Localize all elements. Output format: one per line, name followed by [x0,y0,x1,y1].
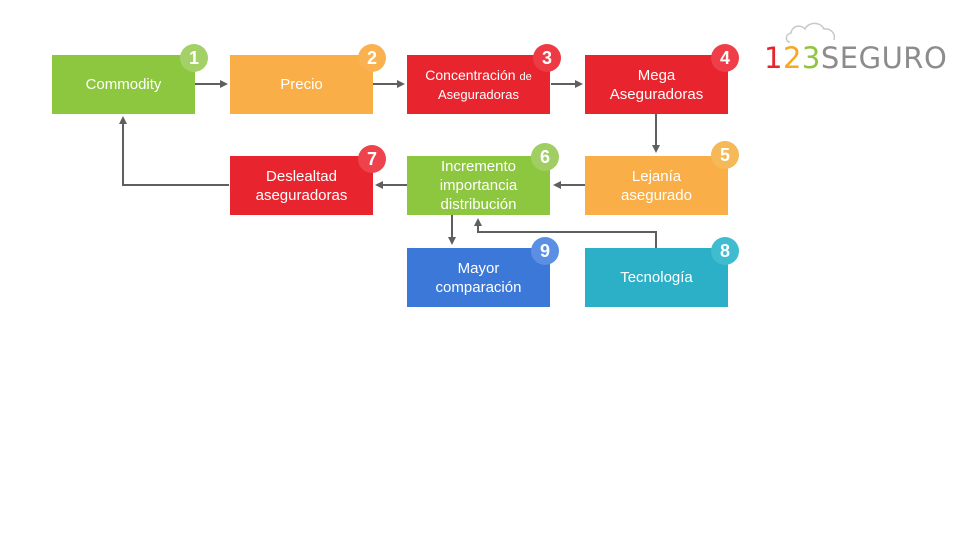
node-mega: Mega Aseguradoras [585,55,728,114]
node-lejania: Lejanía asegurado [585,156,728,215]
node-label-line2: comparación [435,278,522,296]
node-tecnologia: Tecnología [585,248,728,307]
logo-digit-3: 3 [801,41,821,75]
node-label-line2: aseguradoras [255,186,348,204]
badge-5: 5 [711,141,739,169]
badge-7: 7 [358,145,386,173]
node-label-line3: distribución [440,196,517,213]
node-label-line2: asegurado [621,186,692,204]
logo-word: SEGURO [820,41,948,75]
node-concentracion: Concentración de Aseguradoras [407,55,550,114]
badge-2: 2 [358,44,386,72]
node-label: Mayor [457,259,500,277]
node-label: Concentración [425,66,516,83]
node-label: Commodity [85,76,162,93]
node-label: Incremento [440,158,517,175]
brand-logo: 123SEGURO [762,20,947,76]
node-label: Deslealtad [266,167,337,185]
badge-6: 6 [531,143,559,171]
node-label: Tecnología [620,269,693,286]
badge-9: 9 [531,237,559,265]
badge-1: 1 [180,44,208,72]
node-label: Precio [280,76,323,93]
node-incremento: Incremento importancia distribución [407,156,550,215]
badge-8: 8 [711,237,739,265]
node-label-line2: Aseguradoras [438,86,519,102]
node-label-line2: importancia [439,177,518,194]
node-label-line2: Aseguradoras [609,85,704,103]
cloud-icon [785,22,836,43]
node-deslealtad: Deslealtad aseguradoras [230,156,373,215]
arrow-tecnologia-to-incremento [474,218,657,248]
node-label: Lejanía [631,167,682,185]
node-label: Mega [637,66,676,84]
logo-digit-1: 1 [764,41,783,75]
badge-3: 3 [533,44,561,72]
node-mayor: Mayor comparación [407,248,550,307]
node-label-de: de [519,70,532,83]
node-precio: Precio [230,55,373,114]
arrow-deslealtad-to-commodity [119,116,229,186]
badge-4: 4 [711,44,739,72]
logo-digit-2: 2 [782,41,802,75]
node-commodity: Commodity [52,55,195,114]
